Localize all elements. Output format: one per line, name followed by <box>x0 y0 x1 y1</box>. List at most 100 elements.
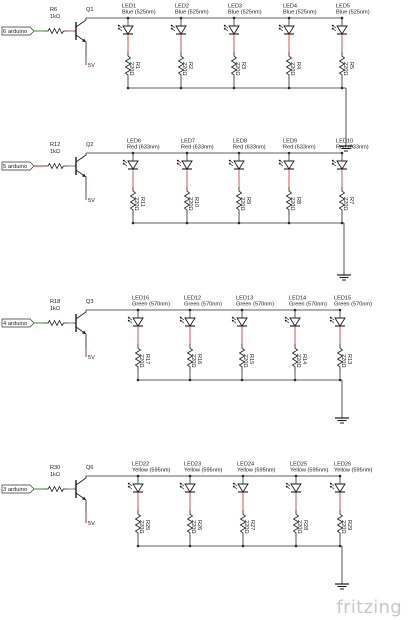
diode-triangle <box>334 317 346 327</box>
resistor-symbol <box>239 510 247 538</box>
resistor-symbol <box>134 510 142 538</box>
resistor-name: R2 <box>187 62 193 69</box>
transistor-name: Q6 <box>86 465 93 471</box>
collector-lead <box>75 310 87 320</box>
resistor-name: R9 <box>245 197 251 204</box>
diode-triangle <box>175 25 187 35</box>
emission-arrows <box>179 316 185 324</box>
resistor-symbol <box>44 485 68 493</box>
resistor-value: 1kΩ <box>50 472 60 478</box>
resistor-symbol <box>338 187 346 215</box>
led-color: Red (633nm) <box>181 145 214 151</box>
port-label: 4 arduino <box>3 321 27 327</box>
diode-triangle <box>237 483 249 493</box>
led-diode-icon <box>231 316 248 327</box>
resistor-symbol <box>338 52 346 80</box>
led-diode-icon <box>329 482 346 493</box>
resistor-name: R5 <box>348 62 354 69</box>
port-tag <box>1 484 35 494</box>
resistor-value: 220Ω <box>289 197 295 211</box>
resistor-symbol <box>177 52 185 80</box>
emission-arrows <box>228 159 234 167</box>
led-diode-icon <box>284 316 301 327</box>
emission-arrows <box>278 159 284 167</box>
led-name: LED24 <box>237 462 254 468</box>
diode-triangle <box>283 25 295 35</box>
led-diode-icon <box>329 316 346 327</box>
resistor-name: R16 <box>196 354 202 364</box>
resistor-symbol <box>186 344 194 372</box>
resistor-name: R3 <box>240 62 246 69</box>
emission-arrows <box>117 24 123 32</box>
port-label: 3 arduino <box>3 487 27 493</box>
led-color: Blue (525nm) <box>228 10 262 16</box>
led-color: Green (570nm) <box>132 302 170 308</box>
resistor-name: R11 <box>139 197 145 207</box>
resistor-name: R1 <box>134 62 140 69</box>
led-color: Yellow (595nm) <box>237 468 275 474</box>
diode-triangle <box>184 317 196 327</box>
diode-triangle <box>336 160 348 170</box>
emission-arrows <box>284 316 290 324</box>
resistor-value: 1kΩ <box>50 14 60 20</box>
ground-icon <box>335 583 349 590</box>
resistor-value: 220Ω <box>234 62 240 76</box>
resistor-value: 220Ω <box>190 354 196 368</box>
resistor-value: 220Ω <box>190 520 196 534</box>
supply-label: 5V <box>88 355 95 361</box>
resistor-value: 220Ω <box>138 354 144 368</box>
led-color: Yellow (595nm) <box>132 468 170 474</box>
resistor-value: 220Ω <box>128 62 134 76</box>
resistor-value: 220Ω <box>187 197 193 211</box>
resistor-symbol <box>292 510 300 538</box>
emission-arrows <box>223 24 229 32</box>
resistor-name: R7 <box>348 197 354 204</box>
emission-arrows <box>127 482 133 490</box>
led-name: LED3 <box>228 4 242 10</box>
resistor-value: 220Ω <box>181 62 187 76</box>
led-name: LED8 <box>233 139 247 145</box>
resistor-name: R26 <box>196 520 202 530</box>
resistor-name: R25 <box>144 520 150 530</box>
resistor-name: R10 <box>193 197 199 207</box>
collector-lead <box>75 18 87 28</box>
diode-triangle <box>122 25 134 35</box>
resistor-symbol <box>129 187 137 215</box>
led-color: Blue (525nm) <box>122 10 156 16</box>
emission-arrows <box>278 24 284 32</box>
led-diode-icon <box>285 482 302 493</box>
led-name: LED9 <box>283 139 297 145</box>
supply-label: 5V <box>88 63 95 69</box>
